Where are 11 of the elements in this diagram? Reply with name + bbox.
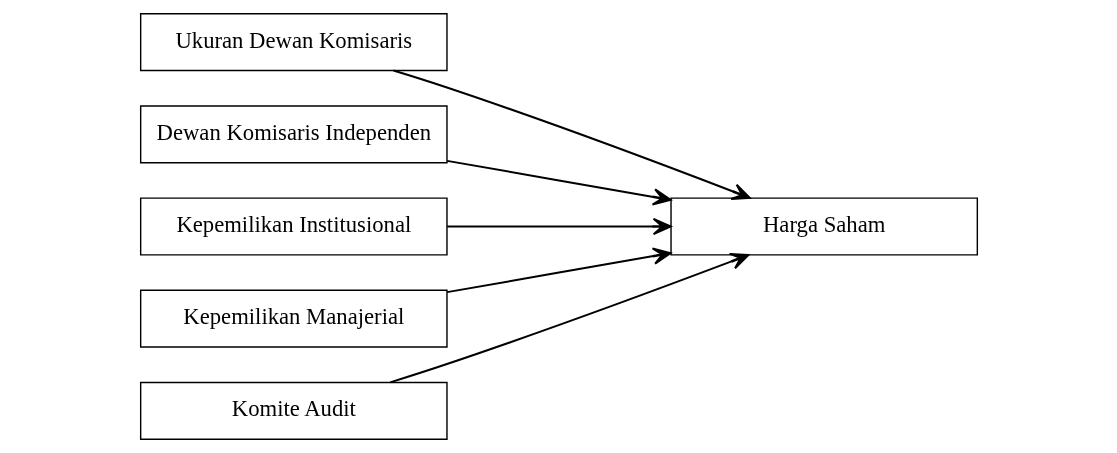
node-box: Kepemilikan Manajerial xyxy=(139,289,448,348)
arrow xyxy=(445,217,672,236)
node-box: Kepemilikan Institusional xyxy=(139,197,448,256)
arrow xyxy=(445,159,672,206)
arrow xyxy=(388,252,749,384)
node-box: Komite Audit xyxy=(139,381,448,440)
node-box: Ukuran Dewan Komisaris xyxy=(139,13,448,72)
node-box: Dewan Komisaris Independen xyxy=(139,105,448,164)
arrow xyxy=(391,69,751,200)
arrow xyxy=(445,247,672,294)
node-box: Harga Saham xyxy=(669,197,978,256)
